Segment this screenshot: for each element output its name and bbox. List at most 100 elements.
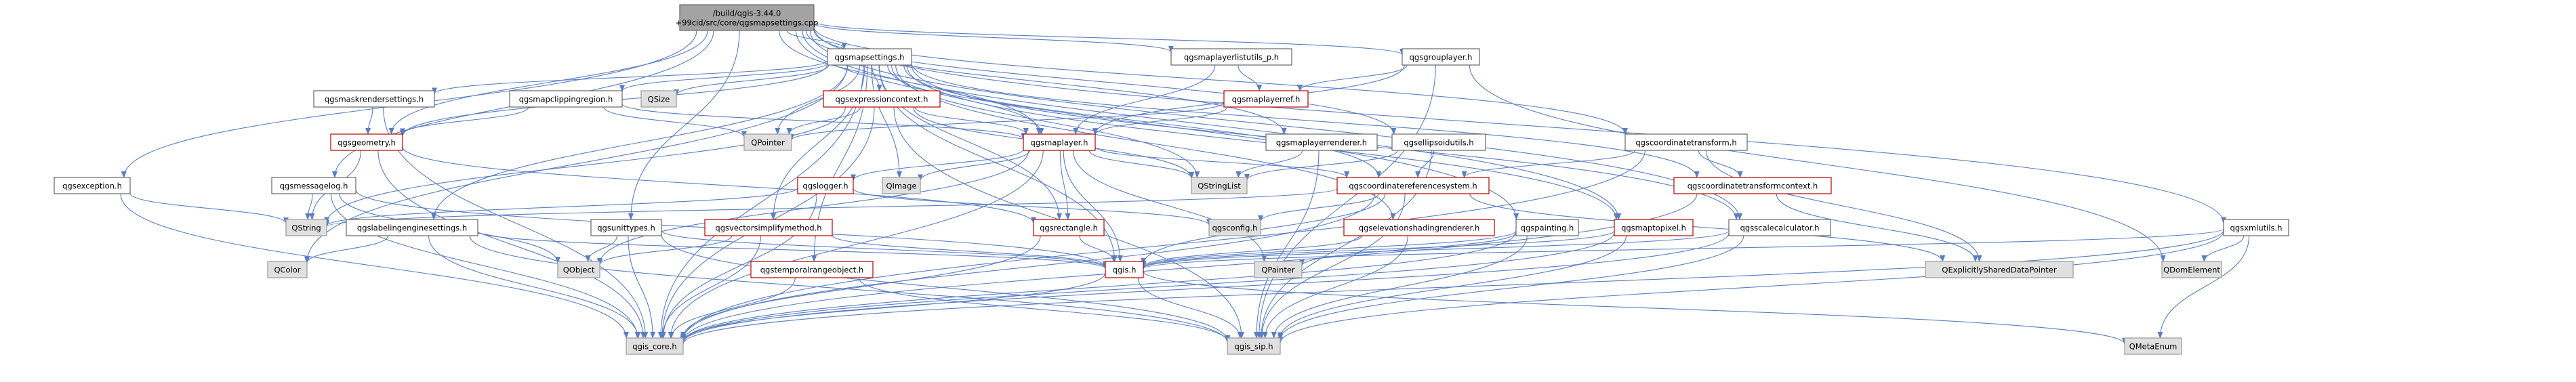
node-label: qgsconfig.h bbox=[1212, 224, 1258, 233]
node-box bbox=[743, 133, 792, 151]
node-box bbox=[1170, 48, 1292, 66]
node-qgsmaplayerlistutils[interactable]: qgsmaplayerlistutils_p.h bbox=[1170, 48, 1292, 66]
edge-root-to-qgsmaptopixel bbox=[802, 30, 1622, 220]
node-qgsmaplayerref[interactable]: qgsmaplayerref.h bbox=[1223, 90, 1309, 108]
edge-qgscoordinatetransform-to-qgscoordinatereferencesystem bbox=[1461, 150, 1635, 178]
node-qgsrectangle[interactable]: qgsrectangle.h bbox=[1033, 219, 1105, 236]
node-box bbox=[1925, 261, 2074, 278]
edge-qgsmaplayerlistutils-to-qgsmaplayer bbox=[1073, 64, 1216, 135]
node-label: qgsmaplayerlistutils_p.h bbox=[1184, 53, 1279, 62]
edge-qgsmapsettings-to-qgscoordinatereferencesystem bbox=[903, 64, 1382, 178]
edge-root-to-qgsmapsettings bbox=[786, 30, 847, 49]
node-label: QExplicitlySharedDataPointer bbox=[1942, 266, 2056, 275]
node-label: QMetaEnum bbox=[2129, 342, 2178, 352]
edge-qgslabelingenginesettings-to-qgis_core bbox=[428, 235, 641, 339]
node-label: qgsunittypes.h bbox=[597, 224, 655, 233]
node-qgsmaptopixel[interactable]: qgsmaptopixel.h bbox=[1614, 219, 1694, 236]
node-label: qgsvectorsimplifymethod.h bbox=[715, 224, 821, 233]
node-box bbox=[509, 90, 623, 108]
node-label: QObject bbox=[563, 266, 595, 275]
node-label: +99cid/src/core/qgsmapsettings.cpp bbox=[676, 18, 819, 28]
node-label: qgsellipsoidutils.h bbox=[1404, 138, 1473, 148]
node-qgslogger[interactable]: qgslogger.h bbox=[797, 177, 854, 194]
node-label: qgsmaplayerref.h bbox=[1232, 95, 1301, 104]
node-box bbox=[1265, 133, 1378, 151]
node-label: qgsexception.h bbox=[62, 182, 122, 191]
edge-qgslogger-to-QString bbox=[324, 187, 798, 227]
node-label: qgsrectangle.h bbox=[1040, 224, 1098, 233]
node-qgscoordinatereferencesystem[interactable]: qgscoordinatereferencesystem.h bbox=[1336, 177, 1490, 194]
node-box bbox=[1208, 219, 1261, 236]
graph-edges bbox=[120, 21, 2250, 345]
node-qgsvectorsimplifymethod[interactable]: qgsvectorsimplifymethod.h bbox=[704, 219, 833, 236]
node-box bbox=[1227, 337, 1281, 355]
node-root[interactable]: /build/qgis-3.44.0+99cid/src/core/qgsmap… bbox=[676, 4, 819, 31]
node-label: qgsmaskrendersettings.h bbox=[325, 95, 424, 104]
node-box bbox=[797, 177, 854, 194]
node-qgsmaskrendersettings[interactable]: qgsmaskrendersettings.h bbox=[313, 90, 435, 108]
edge-qgsrectangle-to-qgis_core bbox=[680, 235, 1041, 339]
node-qgsgeometry[interactable]: qgsgeometry.h bbox=[330, 133, 403, 151]
node-label: qgsmaplayer.h bbox=[1031, 138, 1088, 148]
edge-qgsmapsettings-to-QSize bbox=[674, 64, 830, 96]
edge-qgslabelingenginesettings-to-qgis bbox=[477, 231, 1108, 270]
node-label: QPainter bbox=[1261, 266, 1295, 275]
node-box bbox=[54, 177, 131, 194]
edge-qgscoordinatereferencesystem-to-qgsconfig bbox=[1258, 193, 1379, 223]
node-qgsmapsettings[interactable]: qgsmapsettings.h bbox=[827, 48, 912, 66]
node-qgsxmlutils[interactable]: qgsxmlutils.h bbox=[2223, 219, 2289, 236]
node-box bbox=[1515, 219, 1579, 236]
edge-qgsmaplayerrenderer-to-qgis_sip bbox=[1253, 150, 1320, 339]
node-qgspainting[interactable]: qgspainting.h bbox=[1515, 219, 1579, 236]
edge-qgspainting-to-qgis bbox=[1141, 230, 1517, 269]
edge-root-to-qgsgrouplayer bbox=[813, 21, 1405, 56]
edge-qgsunittypes-to-QObject bbox=[585, 235, 618, 262]
edge-qgsmapsettings-to-qgsexpressioncontext bbox=[871, 64, 882, 91]
node-qgsunittypes[interactable]: qgsunittypes.h bbox=[590, 219, 662, 236]
edge-qgsmaplayerref-to-QPointer bbox=[789, 102, 1225, 141]
node-qgsellipsoidutils[interactable]: qgsellipsoidutils.h bbox=[1391, 133, 1486, 151]
edge-qgsxmlutils-to-QDomElement bbox=[2201, 235, 2245, 262]
node-qgsexpressioncontext[interactable]: qgsexpressioncontext.h bbox=[823, 90, 941, 108]
edge-qgsmapsettings-to-QStringList bbox=[891, 64, 1200, 178]
edge-qgstemporalrangeobject-to-qgis_core bbox=[668, 277, 796, 339]
node-label: qgscoordinatereferencesystem.h bbox=[1349, 182, 1477, 191]
node-qgslabelingenginesettings[interactable]: qgslabelingenginesettings.h bbox=[346, 219, 478, 236]
node-label: qgscoordinatetransform.h bbox=[1635, 138, 1736, 148]
node-qgscoordinatetransformcontext[interactable]: qgscoordinatetransformcontext.h bbox=[1673, 177, 1832, 194]
node-label: qgsmapsettings.h bbox=[835, 53, 905, 62]
edge-qgsmapsettings-to-qgscoordinatetransformcontext bbox=[911, 63, 1700, 178]
edge-qgsexception-to-QString bbox=[129, 192, 289, 225]
edge-qgsunittypes-to-qgis_sip bbox=[661, 234, 1230, 342]
edge-qgsmapsettings-to-qgis_core bbox=[657, 64, 864, 339]
edge-qgselevationshadingrenderer-to-qgis_sip bbox=[1262, 235, 1408, 339]
node-label: qgsmapclippingregion.h bbox=[519, 95, 613, 104]
edge-qgsmaplayer-to-qgis bbox=[1063, 150, 1123, 262]
edge-qgsscalecalculator-to-qgis_sip bbox=[1277, 235, 1744, 341]
edge-qgsgrouplayer-to-QDomElement bbox=[1469, 64, 2166, 262]
node-qgscoordinatetransform[interactable]: qgscoordinatetransform.h bbox=[1624, 133, 1748, 151]
node-label: QColor bbox=[274, 266, 300, 275]
edge-qgsrectangle-to-qgis bbox=[1079, 235, 1117, 262]
node-box bbox=[1624, 133, 1748, 151]
node-qgsmaplayerrenderer[interactable]: qgsmaplayerrenderer.h bbox=[1265, 133, 1378, 151]
node-box bbox=[590, 219, 662, 236]
edge-qgsgrouplayer-to-qgis_sip bbox=[1256, 64, 1436, 339]
node-qgis[interactable]: qgis.h bbox=[1105, 261, 1144, 278]
edge-qgsxmlutils-to-QMetaEnum bbox=[2157, 235, 2250, 339]
node-qgsexception[interactable]: qgsexception.h bbox=[54, 177, 131, 194]
node-qgsmessagelog[interactable]: qgsmessagelog.h bbox=[271, 177, 356, 194]
edge-qgsexpressioncontext-to-QString bbox=[324, 106, 846, 224]
edge-qgscoordinatetransform-to-QExplicitlySharedDataPointer bbox=[1705, 150, 1982, 262]
node-QString: QString bbox=[285, 219, 327, 236]
node-label: QPointer bbox=[751, 138, 785, 148]
node-qgsscalecalculator[interactable]: qgsscalecalculator.h bbox=[1728, 219, 1831, 236]
node-label: /build/qgis-3.44.0 bbox=[713, 9, 781, 18]
node-qgselevationshadingrenderer[interactable]: qgselevationshadingrenderer.h bbox=[1343, 219, 1495, 236]
node-label: qgsmessagelog.h bbox=[280, 182, 348, 191]
node-box bbox=[285, 219, 327, 236]
node-qgsgrouplayer[interactable]: qgsgrouplayer.h bbox=[1402, 48, 1480, 66]
node-qgsmapclippingregion[interactable]: qgsmapclippingregion.h bbox=[509, 90, 623, 108]
node-qgsmaplayer[interactable]: qgsmaplayer.h bbox=[1023, 133, 1096, 151]
node-qgstemporalrangeobject[interactable]: qgstemporalrangeobject.h bbox=[750, 261, 874, 278]
